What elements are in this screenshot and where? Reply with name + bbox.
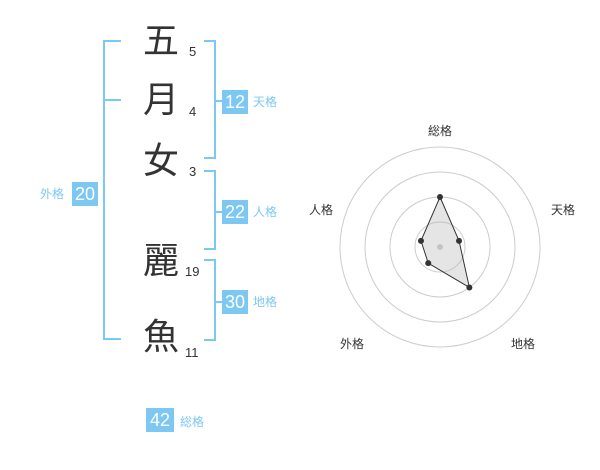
radar-center [437, 244, 443, 250]
name-char-4: 麗 [143, 241, 180, 282]
radar-label-soukaku: 総格 [428, 124, 453, 138]
radar-ring [339, 146, 541, 348]
radar-ring [364, 171, 516, 323]
radar-point-3 [466, 284, 473, 291]
radar-label-jinkaku: 人格 [309, 203, 334, 217]
name-char-3: 女 [143, 141, 180, 182]
radar-series-polygon [420, 195, 471, 289]
radar-chart [339, 146, 541, 348]
gaikaku-label: 外格 [40, 187, 65, 201]
soukaku-label: 総格 [180, 415, 205, 429]
radar-point-4 [425, 260, 432, 267]
jinkaku-label: 人格 [253, 205, 278, 219]
radar-point-1 [437, 194, 443, 200]
stroke-count-1: 5 [189, 44, 197, 59]
soukaku-value: 42 [146, 408, 174, 432]
name-char-1: 五 [143, 21, 180, 62]
stroke-count-5: 11 [185, 345, 199, 360]
stroke-count-2: 4 [189, 104, 197, 119]
stroke-count-4: 19 [185, 264, 200, 279]
jinkaku-value: 22 [222, 200, 248, 224]
chikaku-label: 地格 [253, 295, 278, 309]
radar-label-chikaku: 地格 [511, 337, 536, 351]
radar-ring [414, 221, 466, 273]
chikaku-value: 30 [222, 290, 248, 314]
radar-point-5 [417, 237, 424, 244]
gaikaku-value: 20 [72, 182, 98, 206]
name-char-5: 魚 [143, 317, 180, 358]
radar-label-gaikaku: 外格 [340, 337, 365, 351]
radar-label-tenkaku: 天格 [551, 203, 576, 217]
tenkaku-value: 12 [222, 90, 248, 114]
stroke-count-3: 3 [189, 164, 197, 179]
name-char-2: 月 [143, 80, 180, 121]
radar-point-2 [456, 237, 463, 244]
tenkaku-label: 天格 [253, 95, 278, 109]
